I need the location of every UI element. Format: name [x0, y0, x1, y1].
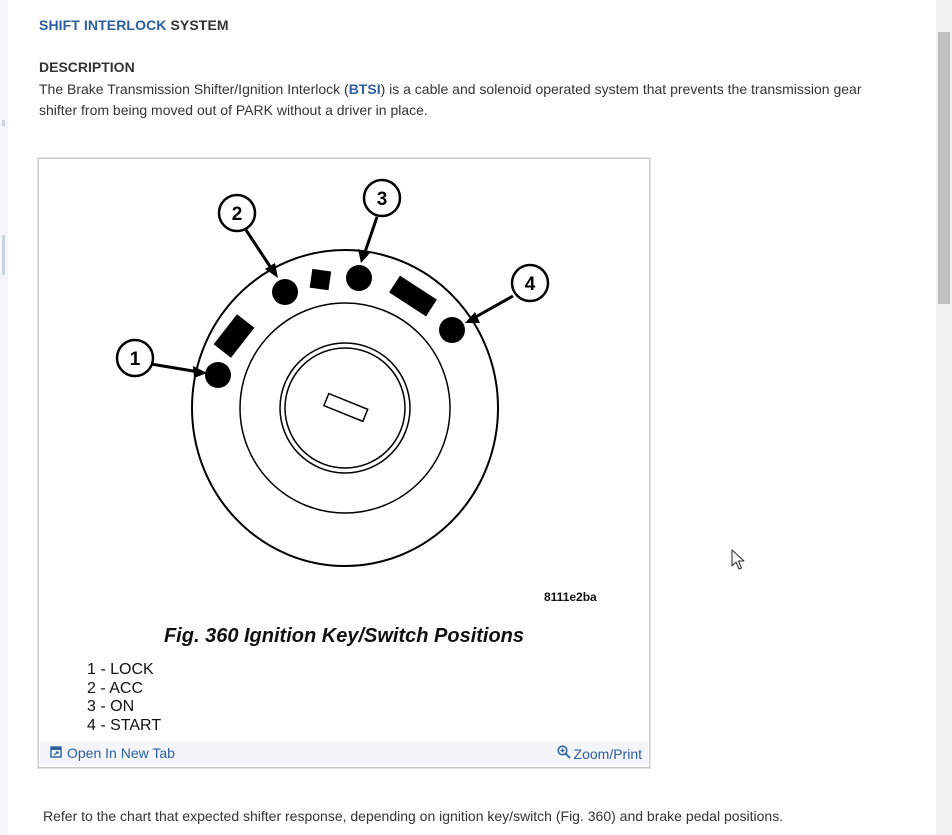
key-slot	[322, 392, 369, 423]
key-cylinder-outer	[279, 342, 411, 474]
callout-2-leader	[244, 229, 275, 272]
description-text: The Brake Transmission Shifter/Ignition …	[39, 81, 862, 118]
open-in-new-tab-label: Open In New Tab	[67, 745, 175, 761]
legend-item-on: 3 - ON	[87, 698, 135, 715]
description-heading: DESCRIPTION	[39, 59, 135, 75]
figure-image-id: 8111e2ba	[544, 590, 597, 604]
scrollbar-thumb[interactable]	[938, 32, 950, 304]
title-rest: SYSTEM	[166, 17, 229, 33]
callout-3-circle	[362, 178, 402, 218]
legend-item-start: 4 - START	[87, 716, 162, 734]
left-edge-strip	[0, 0, 8, 835]
open-in-new-tab-link[interactable]: Open In New Tab	[50, 745, 175, 761]
callout-1-leader	[150, 362, 200, 374]
page-title: SHIFT INTERLOCK SYSTEM	[39, 17, 229, 33]
vertical-scrollbar[interactable]	[936, 0, 952, 835]
start-position-dot	[439, 317, 465, 343]
legend-item-lock: 1 - LOCK	[87, 661, 154, 678]
legend-item-acc: 2 - ACC	[87, 679, 144, 697]
btsi-abbreviation[interactable]: BTSI	[348, 81, 381, 97]
zoom-print-link[interactable]: Zoom/Print	[556, 745, 642, 762]
callout-4-arrowhead	[465, 312, 480, 323]
mouse-cursor-icon	[731, 549, 745, 576]
callout-3-arrowhead	[358, 249, 370, 263]
middle-ring	[239, 302, 451, 514]
figure-legend: 1 - LOCK 2 - ACC 3 - ON 4 - START	[87, 661, 161, 735]
title-link[interactable]: SHIFT INTERLOCK	[39, 17, 167, 33]
key-cylinder-inner	[284, 347, 406, 469]
open-in-new-tab-icon	[50, 745, 62, 761]
outer-ring	[191, 249, 499, 567]
chart-reference-text: Refer to the chart that expected shifter…	[43, 808, 784, 824]
zoom-icon	[556, 745, 571, 762]
callout-2-arrowhead	[265, 263, 278, 278]
zoom-print-label: Zoom/Print	[573, 745, 642, 762]
callout-3-label: 3	[377, 189, 388, 210]
callout-4-leader	[471, 294, 514, 321]
on-position-dot	[346, 265, 372, 291]
callout-2-label: 2	[232, 204, 243, 225]
callout-2-circle	[217, 193, 257, 233]
figure-footer: Open In New Tab Zoom/Print	[40, 741, 648, 765]
acc-position-dot	[272, 279, 298, 305]
callout-4-circle	[510, 263, 550, 303]
acc-to-on-block	[309, 268, 332, 291]
lock-position-dot	[205, 362, 231, 388]
callout-1-arrowhead	[193, 366, 207, 378]
callout-1-circle	[115, 338, 155, 378]
figure-panel: 1 2 3 4 8111e2ba Fig. 360 Ignition Key/S…	[38, 158, 650, 768]
lock-to-acc-bar	[213, 314, 255, 358]
on-to-start-bar	[389, 275, 437, 317]
callout-3-leader	[362, 216, 379, 256]
figure-caption: Fig. 360 Ignition Key/Switch Positions	[163, 625, 525, 647]
callout-4-label: 4	[525, 274, 536, 295]
callout-1-label: 1	[130, 349, 141, 370]
ignition-switch-diagram: 1 2 3 4	[115, 178, 550, 567]
